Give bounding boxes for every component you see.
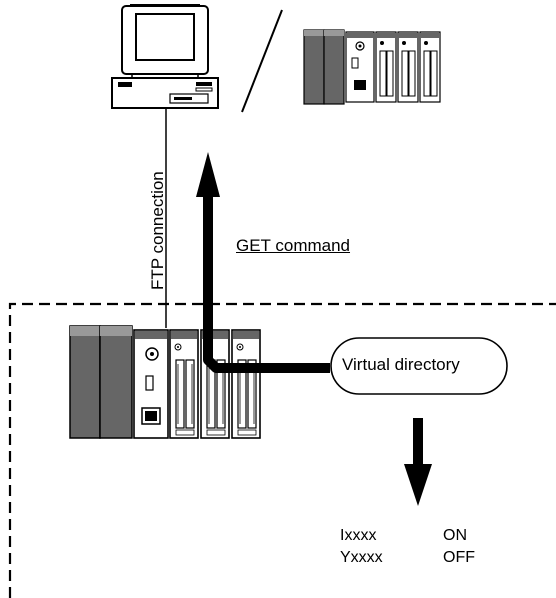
plc-rack-small-icon [303,29,441,105]
computer-icon [111,4,219,109]
io-device-state: OFF [443,549,475,566]
io-device-name: Yxxxx [340,549,383,566]
io-device-state: ON [443,527,467,544]
virtual-directory-bubble [330,337,508,395]
separator-slash [241,9,283,113]
network-boundary [8,302,556,598]
virtual-directory-label: Virtual directory [342,355,460,374]
io-down-arrowhead [404,464,432,506]
ftp-connection-label: FTP connection [148,171,167,290]
io-device-name: Ixxxx [340,527,377,544]
get-command-label: GET command [236,236,351,255]
get-command-arrow [203,192,330,373]
get-command-arrowhead [196,152,220,197]
plc-rack-icon [69,325,261,439]
